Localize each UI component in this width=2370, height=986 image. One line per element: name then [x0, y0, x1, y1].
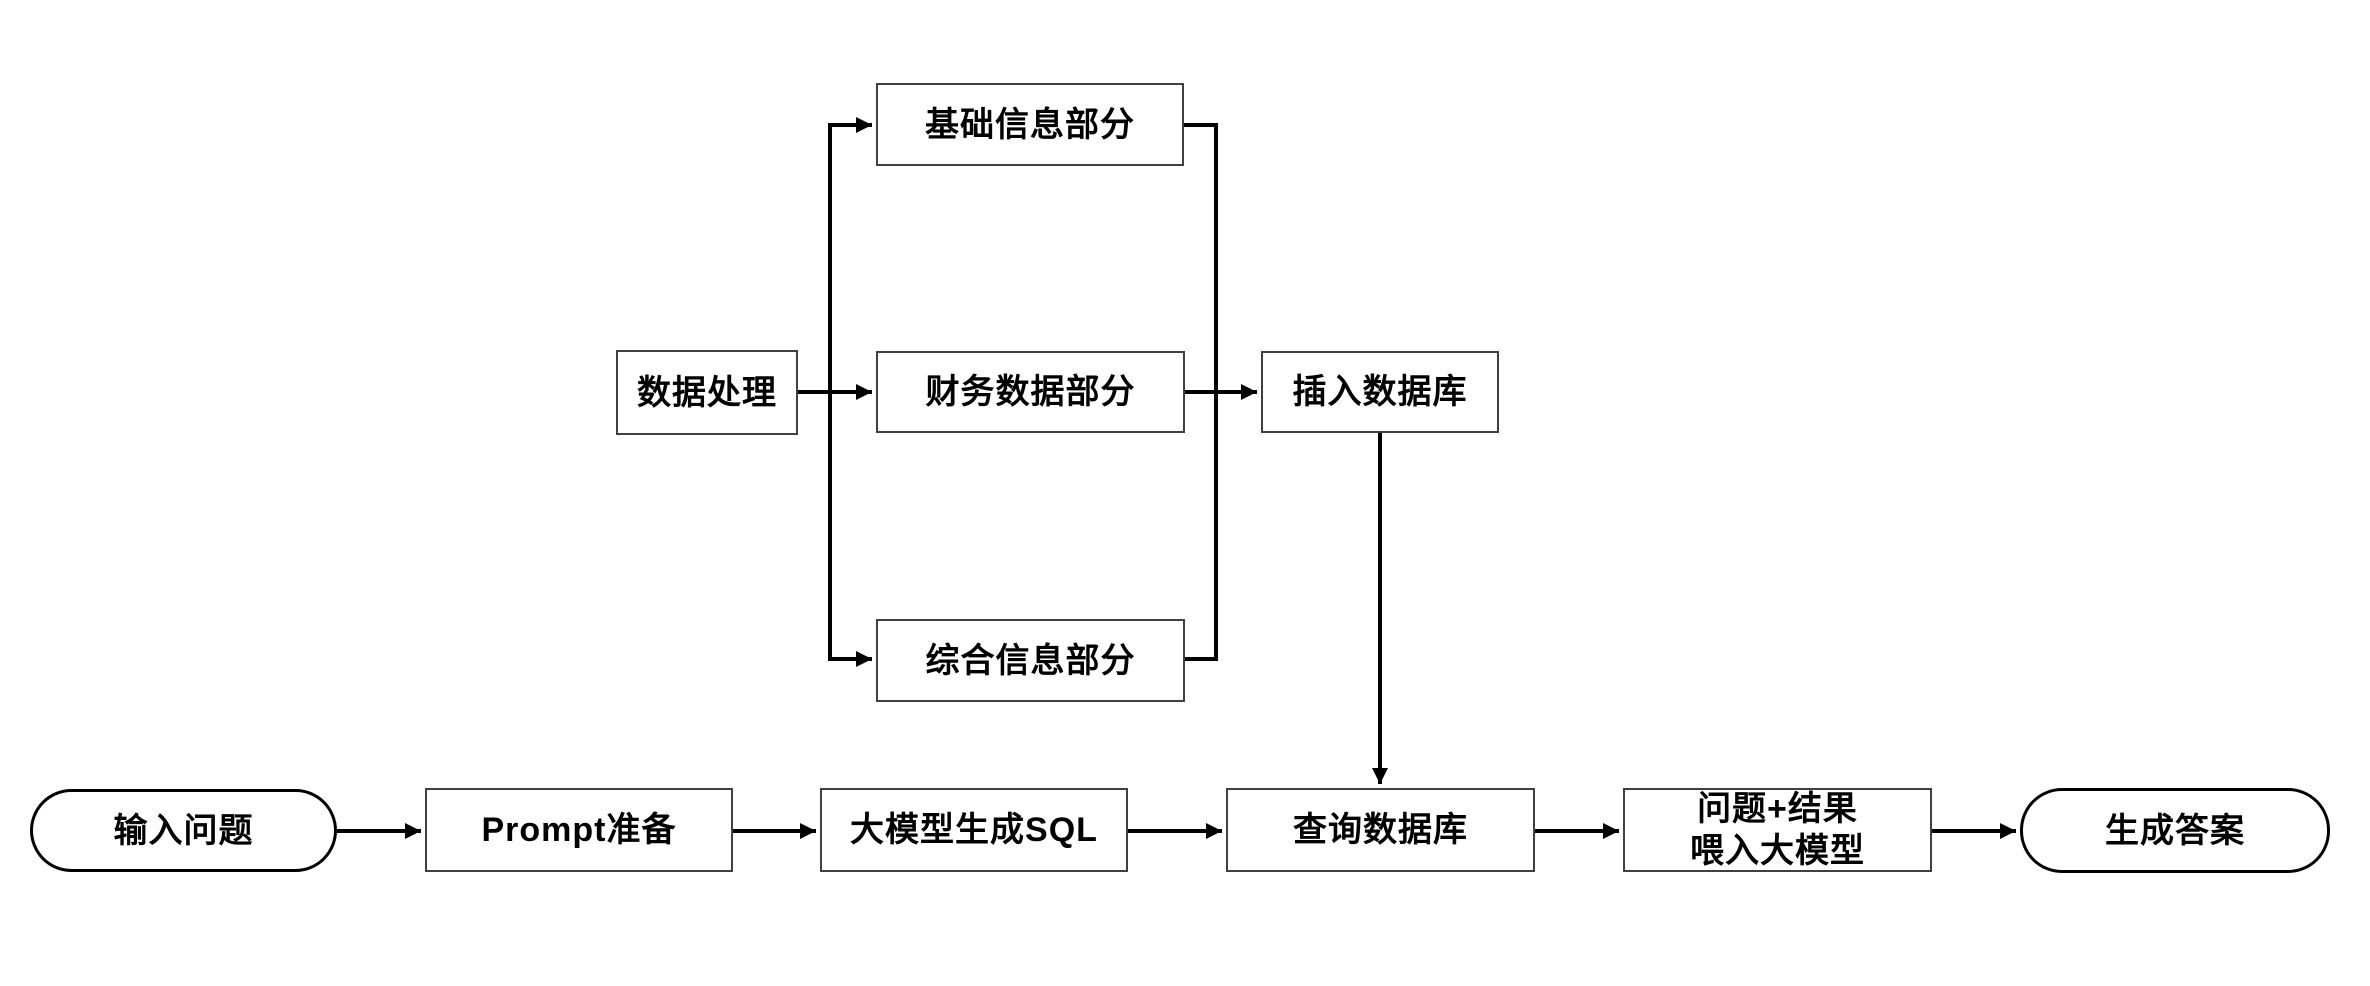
- node-question-result-feed-llm: 问题+结果 喂入大模型: [1623, 788, 1932, 872]
- node-data-processing: 数据处理: [616, 350, 798, 435]
- node-llm-generate-sql: 大模型生成SQL: [820, 788, 1128, 872]
- node-financial-data-part: 财务数据部分: [876, 351, 1185, 433]
- connector-comprehensive-to-junction: [1185, 392, 1218, 661]
- arrow-dataproc-to-basic: [828, 117, 872, 392]
- node-query-database: 查询数据库: [1226, 788, 1535, 872]
- arrow-dataproc-to-comprehensive: [828, 392, 872, 667]
- node-generate-answer: 生成答案: [2020, 788, 2330, 873]
- node-basic-info-part: 基础信息部分: [876, 83, 1184, 166]
- node-prompt-preparation: Prompt准备: [425, 788, 733, 872]
- connector-basic-to-junction: [1184, 123, 1218, 392]
- node-input-question: 输入问题: [30, 789, 337, 872]
- node-comprehensive-info-part: 综合信息部分: [876, 619, 1185, 702]
- node-insert-database: 插入数据库: [1261, 351, 1499, 433]
